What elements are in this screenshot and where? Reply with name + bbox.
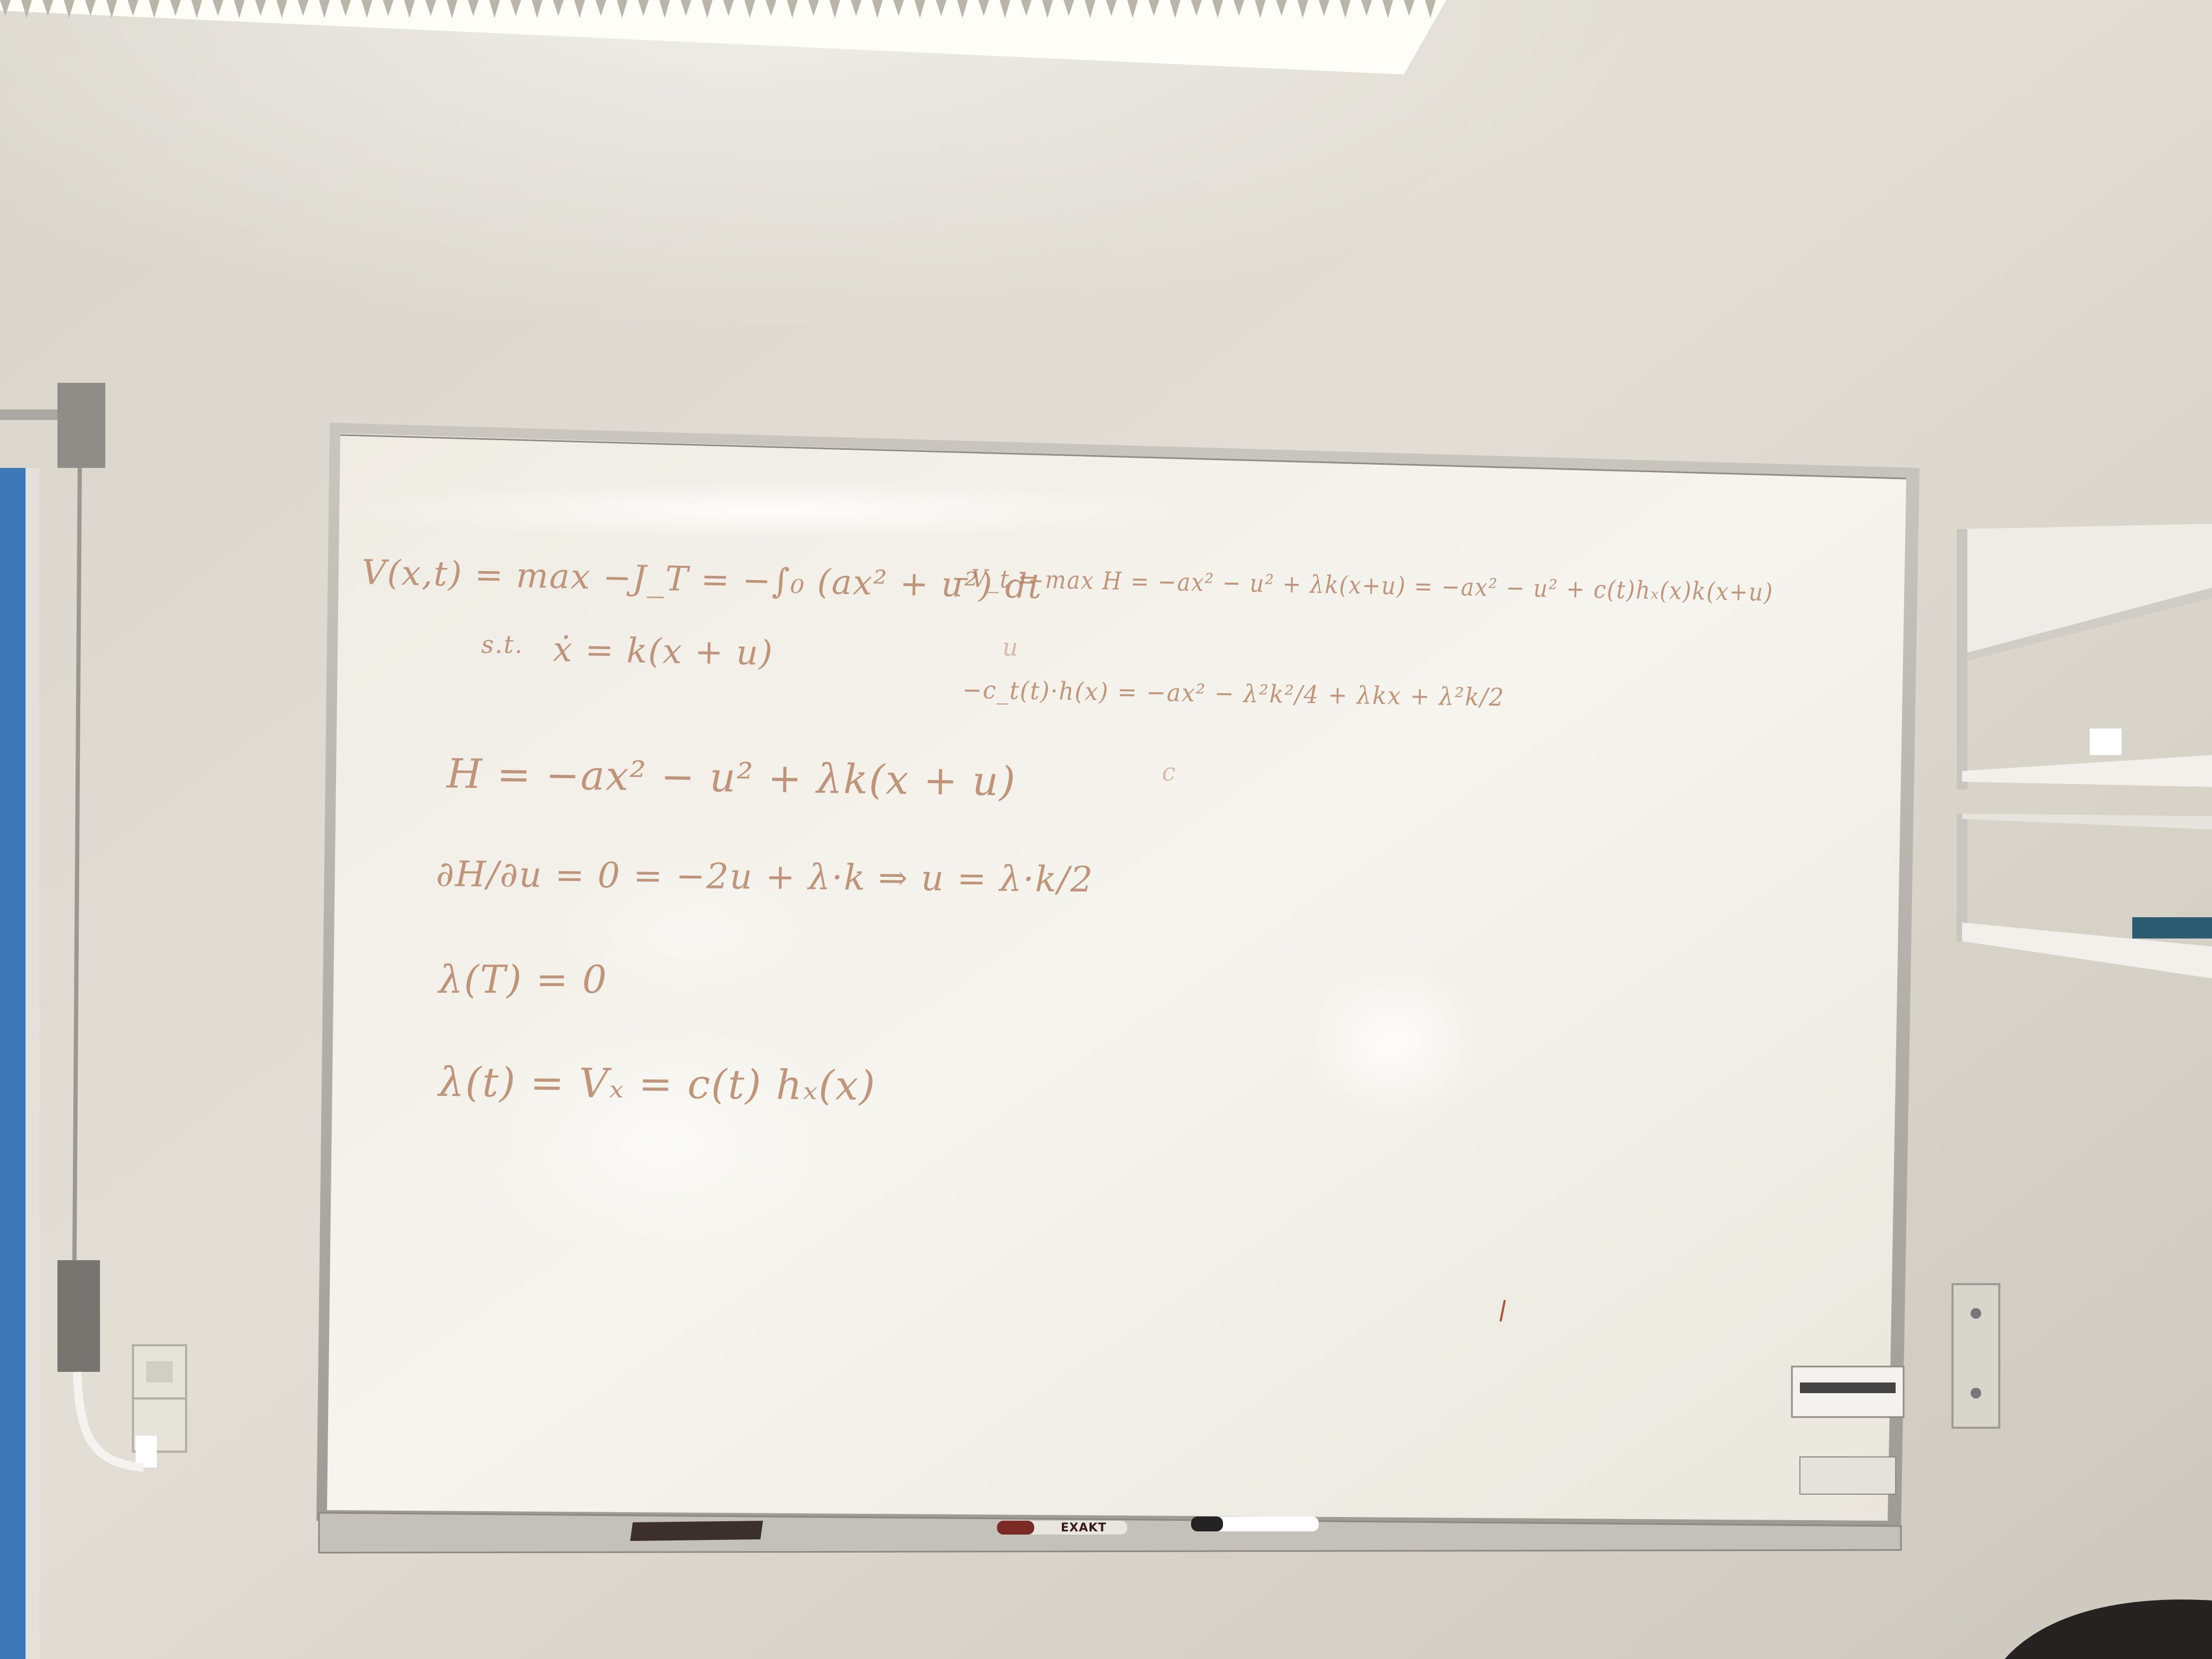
wall-shelves <box>1957 524 2212 978</box>
light-louver <box>532 0 542 18</box>
light-louver <box>383 0 393 16</box>
equation-first-order-condition: ∂H/∂u = 0 = −2u + λ·k ⇒ u = λ·k/2 <box>435 853 1094 900</box>
wall-switch-panel <box>73 1344 187 1472</box>
light-louver <box>21 0 32 18</box>
marker-brand-label: EXAKT <box>1061 1521 1107 1535</box>
light-louver <box>1234 0 1244 16</box>
board-glare-left <box>473 1021 856 1266</box>
light-louver <box>170 0 181 16</box>
eraser <box>630 1521 763 1541</box>
light-louver <box>1063 0 1074 16</box>
equation-terminal-condition: λ(T) = 0 <box>439 957 608 1002</box>
stray-u-mark: u <box>1002 633 1019 661</box>
light-louver <box>404 0 415 18</box>
light-louver <box>64 0 74 18</box>
light-louver <box>1382 0 1393 18</box>
light-louver <box>1404 0 1414 16</box>
light-louver <box>1170 0 1180 18</box>
light-louver <box>149 0 160 18</box>
light-louver <box>957 0 968 18</box>
light-louver <box>85 0 96 16</box>
light-louver <box>872 0 883 18</box>
light-louver <box>191 0 202 18</box>
board-glare-center <box>1303 962 1484 1122</box>
whiteboard <box>316 423 1920 1554</box>
light-louver <box>851 0 861 16</box>
light-louver <box>1361 0 1372 16</box>
light-louver <box>617 0 627 18</box>
light-louver <box>723 0 734 16</box>
light-louver <box>553 0 564 16</box>
light-louver <box>1000 0 1010 18</box>
light-louver <box>915 0 925 18</box>
light-louver <box>893 0 904 16</box>
light-louver <box>638 0 649 16</box>
light-louver <box>1297 0 1308 18</box>
light-louver <box>128 0 138 16</box>
light-louver <box>362 0 372 18</box>
light-louver <box>1042 0 1053 18</box>
light-louver <box>0 0 11 16</box>
stray-stroke <box>1499 1300 1506 1322</box>
board-glare-top <box>346 481 1196 540</box>
light-louver <box>213 0 223 16</box>
equation-dynamics: ẋ = k(x + u) <box>552 630 774 674</box>
light-louver <box>978 0 989 16</box>
light-louver <box>659 0 670 18</box>
equation-costate: λ(t) = Vₓ = c(t) hₓ(x) <box>438 1058 876 1110</box>
light-louver <box>425 0 436 16</box>
light-louver <box>808 0 819 16</box>
light-louver <box>744 0 755 18</box>
light-louver <box>1425 0 1436 18</box>
door-frame <box>0 383 105 1659</box>
light-louver <box>1255 0 1266 18</box>
light-louver <box>447 0 457 18</box>
light-louver <box>1149 0 1159 16</box>
light-louver <box>1127 0 1138 18</box>
eraser-holder <box>1791 1365 1905 1495</box>
light-louver <box>1212 0 1223 18</box>
light-louver <box>681 0 691 16</box>
light-louver <box>43 0 53 16</box>
light-louver <box>255 0 266 16</box>
light-louver <box>596 0 606 16</box>
light-louver <box>1085 0 1095 18</box>
board-glare-mid <box>553 856 830 1005</box>
light-louver <box>468 0 479 16</box>
foreground-object <box>2005 1599 2212 1659</box>
ceiling-light <box>0 0 1446 74</box>
light-louver <box>1106 0 1117 16</box>
light-louver <box>1021 0 1032 16</box>
light-louver <box>702 0 713 18</box>
light-louver <box>234 0 245 18</box>
light-louver <box>1191 0 1202 16</box>
light-louver <box>1276 0 1287 16</box>
light-louver <box>766 0 776 16</box>
light-louver <box>489 0 500 18</box>
stray-c-mark: c <box>1162 758 1177 786</box>
light-louver <box>936 0 946 16</box>
light-louver <box>1340 0 1351 18</box>
light-louver <box>298 0 308 16</box>
light-louvers <box>0 0 1436 18</box>
red-marker <box>997 1521 1127 1535</box>
light-louver <box>830 0 840 18</box>
light-louver <box>787 0 798 18</box>
equation-hamiltonian: H = −ax² − u² + λk(x + u) <box>446 750 1017 805</box>
light-louver <box>1319 0 1329 16</box>
light-louver <box>340 0 351 16</box>
light-louver <box>319 0 330 18</box>
black-marker <box>1191 1516 1319 1531</box>
light-louver <box>276 0 287 18</box>
light-louver <box>574 0 585 18</box>
wall-sockets-right <box>1951 1283 2000 1429</box>
light-louver <box>510 0 521 16</box>
equation-s-t-label: s.t. <box>481 630 524 659</box>
light-louver <box>106 0 117 18</box>
